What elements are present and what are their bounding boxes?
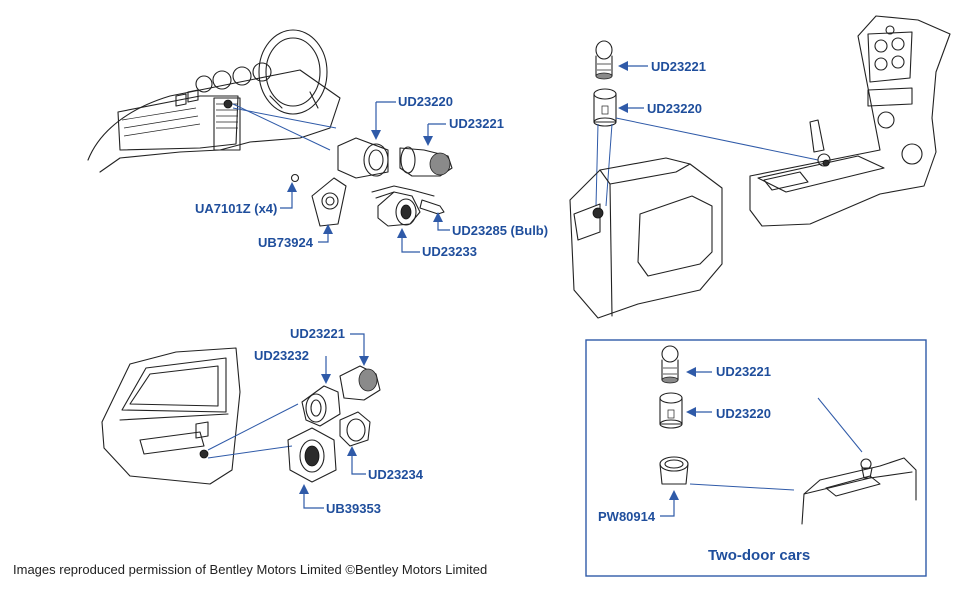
bulb-ud23285 [419, 199, 445, 215]
lighter-ud23221-c [339, 365, 381, 401]
socket-ud23232 [301, 385, 341, 427]
label-ud23220-d: UD23220 [716, 406, 771, 421]
label-ud23221-c: UD23221 [290, 326, 345, 341]
label-ud23220-a: UD23220 [398, 94, 453, 109]
label-ud23233: UD23233 [422, 244, 477, 259]
two-door-box [585, 339, 927, 577]
label-ub73924: UB73924 [258, 235, 314, 250]
label-ud23285: UD23285 (Bulb) [452, 223, 548, 238]
socket-ud23220-b [593, 88, 617, 127]
lighter-ud23221-d [661, 345, 679, 384]
holder-pw80914 [659, 456, 689, 485]
label-ub39353: UB39353 [326, 501, 381, 516]
rear-door-illustration [101, 347, 241, 485]
screw-ua7101z [290, 173, 300, 183]
console-small [569, 157, 723, 319]
console-two-door [801, 457, 917, 525]
label-ud23234: UD23234 [368, 467, 424, 482]
dashboard-illustration [87, 29, 341, 173]
label-ud23221-b: UD23221 [651, 59, 706, 74]
image-credit: Images reproduced permission of Bentley … [13, 562, 488, 577]
ashtray-plate [311, 177, 347, 227]
label-ua7101z: UA7101Z (x4) [195, 201, 277, 216]
lighter-ud23221-b [595, 40, 613, 80]
two-door-title: Two-door cars [708, 547, 810, 564]
label-ud23221-d: UD23221 [716, 364, 771, 379]
label-ud23220-b: UD23220 [647, 101, 702, 116]
console-large [749, 15, 951, 227]
holder-ud23234 [339, 411, 371, 447]
holder-ud23233 [371, 185, 435, 227]
label-pw80914: PW80914 [598, 509, 656, 524]
socket-ud23220-d [659, 392, 683, 429]
label-ud23221-a: UD23221 [449, 116, 504, 131]
bezel-ub39353 [287, 427, 337, 483]
label-ud23232: UD23232 [254, 348, 309, 363]
lighter-assembly-a [337, 137, 453, 179]
